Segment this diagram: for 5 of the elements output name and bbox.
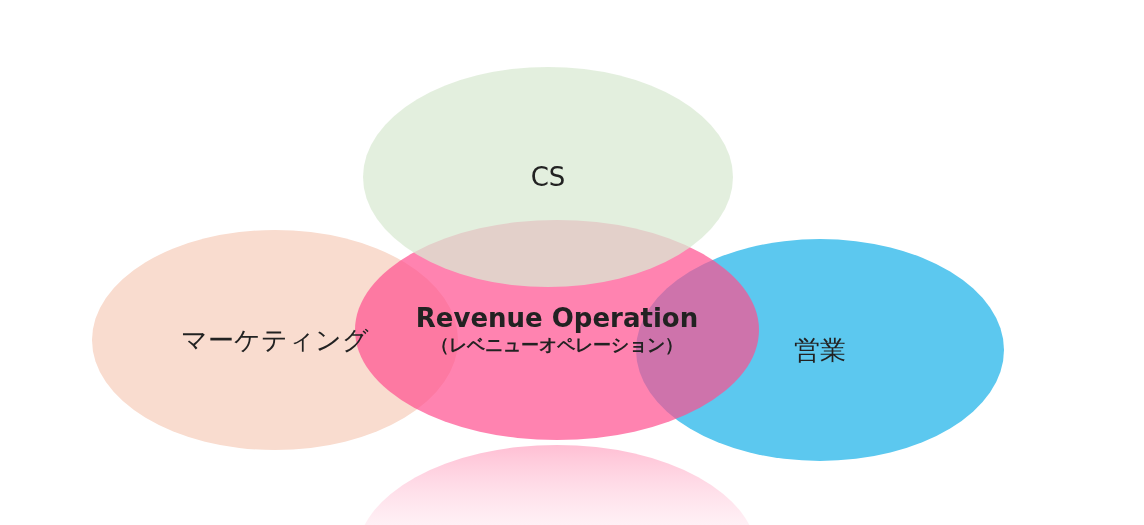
ellipse-label: CS xyxy=(530,162,566,192)
ellipse-label: マーケティング xyxy=(181,323,369,357)
ellipse-label: 営業 xyxy=(794,333,846,367)
ellipse-sublabel: （レベニューオペレーション） xyxy=(431,333,683,357)
ellipse-label: Revenue Operation xyxy=(415,303,699,333)
